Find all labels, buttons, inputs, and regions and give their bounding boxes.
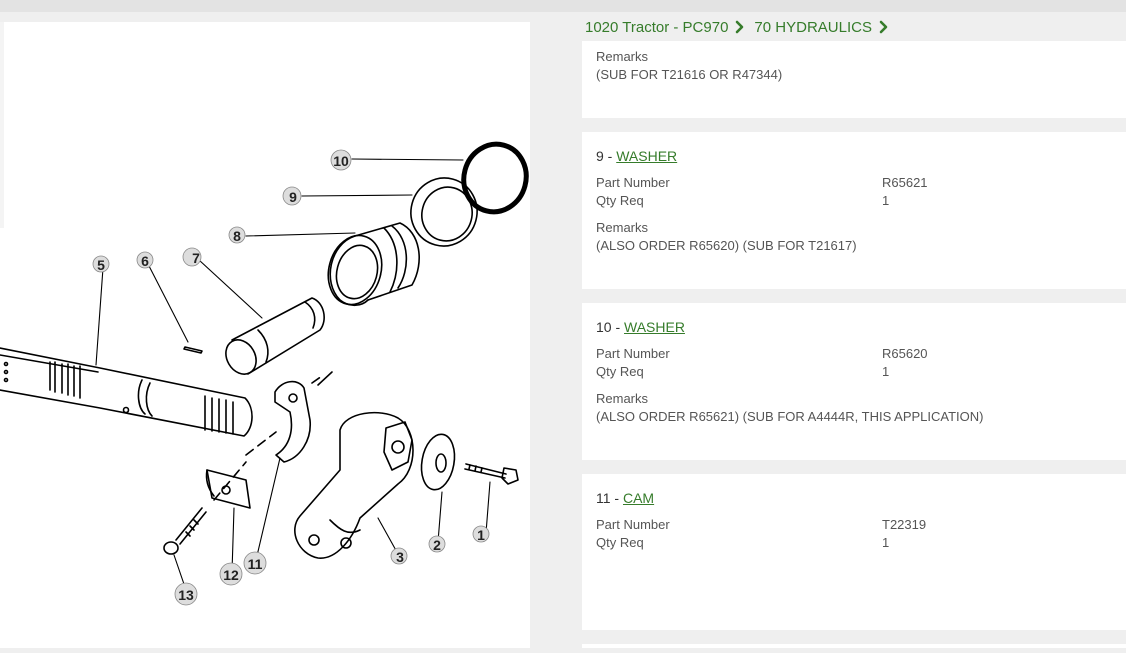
callout-9[interactable]: 9: [289, 189, 297, 205]
callout-2[interactable]: 2: [433, 537, 441, 553]
part-12-clip: [205, 469, 251, 509]
top-bar: [0, 0, 1126, 12]
part-11-cam-lever: [274, 371, 333, 463]
qty-label: Qty Req: [596, 193, 644, 208]
part-number-label: Part Number: [596, 346, 670, 361]
part-card-11: 11 - CAM Part Number T22319 Qty Req 1: [582, 474, 1126, 630]
part-title: 10 - WASHER: [596, 319, 685, 335]
remarks-label: Remarks: [596, 220, 649, 235]
qty-label: Qty Req: [596, 535, 644, 550]
part-number-value: T22319: [882, 517, 927, 532]
part-number-prefix: 11 -: [596, 490, 623, 506]
part-name-link[interactable]: WASHER: [616, 148, 678, 164]
part-2-washer: [420, 433, 456, 491]
callout-11[interactable]: 11: [248, 556, 263, 572]
callout-1[interactable]: 1: [477, 527, 485, 543]
qty-value: 1: [882, 535, 890, 550]
callout-5[interactable]: 5: [97, 257, 105, 273]
qty-value: 1: [882, 193, 890, 208]
remarks-text: (ALSO ORDER R65620) (SUB FOR T21617): [596, 238, 857, 253]
callout-12[interactable]: 12: [223, 567, 239, 583]
part-1-bolt: [464, 463, 519, 485]
remarks-label: Remarks: [596, 391, 649, 406]
chevron-right-icon: [879, 20, 888, 34]
callout-13[interactable]: 13: [178, 587, 194, 603]
callout-7[interactable]: 7: [192, 250, 200, 266]
part-card-9: 9 - WASHER Part Number R65621 Qty Req 1 …: [582, 132, 1126, 289]
part-card-10: 10 - WASHER Part Number R65620 Qty Req 1…: [582, 303, 1126, 460]
part-number-value: R65621: [882, 175, 928, 190]
qty-value: 1: [882, 364, 890, 379]
part-3-arm: [294, 411, 414, 559]
part-number-prefix: 10 -: [596, 319, 625, 335]
part-card: Remarks (SUB FOR T21616 OR R47344): [582, 41, 1126, 118]
part-name-link[interactable]: WASHER: [624, 319, 685, 335]
parts-diagram-panel[interactable]: 10 9 8 7 6 5 1 2 3 11 12 13: [0, 22, 530, 648]
part-card-next: [582, 644, 1126, 648]
leader-lines: [95, 158, 491, 591]
part-number-value: R65620: [882, 346, 928, 361]
part-number-prefix: 9 -: [596, 148, 617, 164]
callout-10[interactable]: 10: [333, 153, 349, 169]
part-10-o-ring: [461, 141, 529, 215]
part-5-shaft: [0, 347, 253, 437]
callout-3[interactable]: 3: [396, 549, 404, 565]
part-13-bolt: [163, 507, 207, 555]
part-7-pin: [225, 297, 325, 375]
breadcrumb-section[interactable]: 70 HYDRAULICS: [754, 18, 872, 36]
callout-8[interactable]: 8: [233, 228, 241, 244]
part-name-link[interactable]: CAM: [622, 490, 655, 506]
remarks-text: (SUB FOR T21616 OR R47344): [596, 67, 783, 82]
remarks-text: (ALSO ORDER R65621) (SUB FOR A4444R, THI…: [596, 409, 984, 424]
part-number-label: Part Number: [596, 517, 670, 532]
part-6-small-pin: [183, 346, 203, 354]
diagram-panel-edge: [0, 22, 4, 228]
assembly-guide-lines: [213, 375, 323, 501]
callout-6[interactable]: 6: [141, 253, 149, 269]
breadcrumb: 1020 Tractor - PC970 70 HYDRAULICS: [585, 17, 898, 37]
part-title: 9 - WASHER: [596, 148, 677, 164]
part-8-bushing: [327, 222, 420, 307]
chevron-right-icon: [736, 20, 744, 34]
breadcrumb-model[interactable]: 1020 Tractor - PC970: [585, 18, 729, 36]
remarks-label: Remarks: [596, 49, 649, 64]
part-9-washer: [410, 177, 478, 247]
part-title: 11 - CAM: [596, 490, 654, 506]
part-number-label: Part Number: [596, 175, 670, 190]
exploded-parts-diagram: 10 9 8 7 6 5 1 2 3 11 12 13: [0, 141, 529, 606]
qty-label: Qty Req: [596, 364, 644, 379]
